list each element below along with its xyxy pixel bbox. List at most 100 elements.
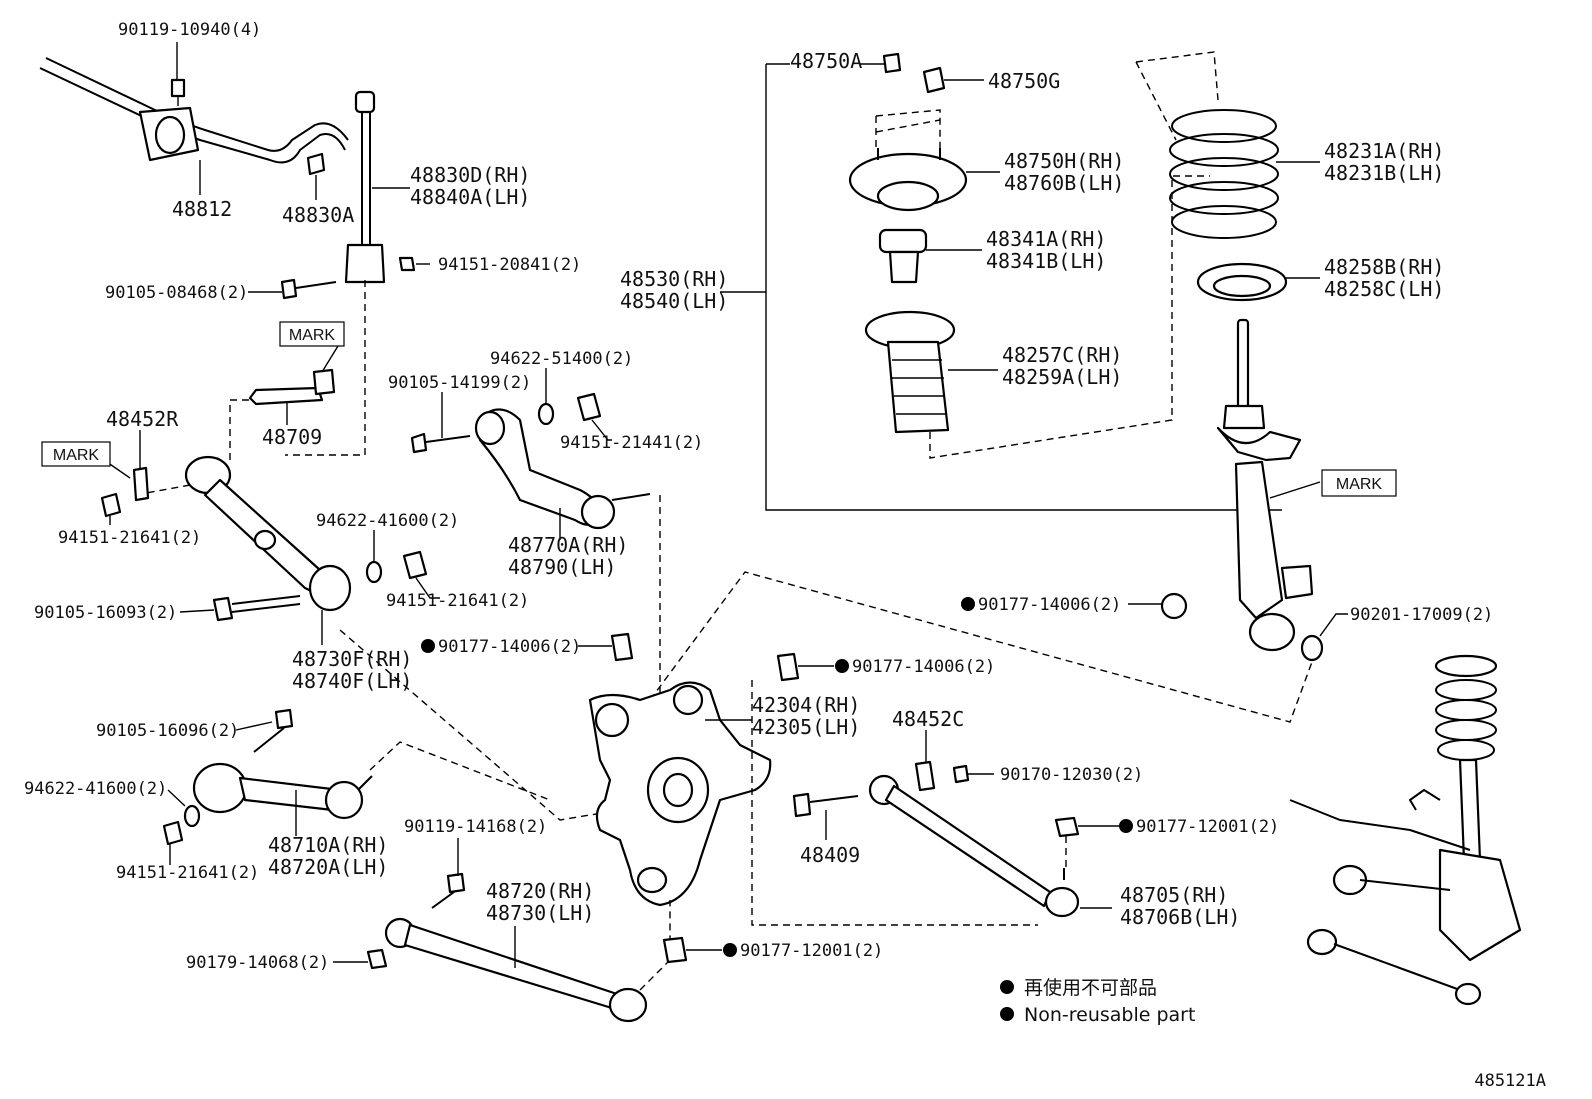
washer-94622-41600-a xyxy=(365,560,383,584)
washer-94622-41600-b xyxy=(183,804,201,828)
nut-94151-20841 xyxy=(398,256,416,272)
upper-control-arm-48730f xyxy=(184,455,352,612)
label-94622-51400: 94622-51400(2) xyxy=(490,349,633,369)
label-90179-14068: 90179-14068(2) xyxy=(186,953,329,973)
label-90177-14006-b: 90177-14006(2) xyxy=(852,657,995,677)
knuckle-42304 xyxy=(588,681,772,907)
shock-absorber-48530 xyxy=(1216,318,1314,652)
bound-stopper-48341a xyxy=(878,228,928,284)
label-48259a: 48259A(LH) xyxy=(1002,365,1122,389)
label-94151-21641-b: 94151-21641(2) xyxy=(386,591,529,611)
dust-boot-48257c xyxy=(864,310,956,434)
label-48730f: 48730F(RH) xyxy=(292,647,412,671)
label-48530: 48530(RH) xyxy=(620,267,728,291)
nut-90177-12001-b xyxy=(1054,816,1080,838)
label-48258b: 48258B(RH) xyxy=(1324,255,1444,279)
label-48790: 48790(LH) xyxy=(508,555,616,579)
label-90177-12001-b: 90177-12001(2) xyxy=(1136,817,1279,837)
toe-arm-48705 xyxy=(868,774,1080,918)
non-reusable-dot-4 xyxy=(1119,819,1133,833)
label-48540: 48540(LH) xyxy=(620,289,728,313)
label-48760b: 48760B(LH) xyxy=(1004,171,1124,195)
upper-arm-48770a xyxy=(474,408,651,530)
nut-94151-21641-a xyxy=(100,492,122,518)
label-42304: 42304(RH) xyxy=(752,693,860,717)
label-48341a: 48341A(RH) xyxy=(986,227,1106,251)
legend-dot-1 xyxy=(1000,980,1014,994)
label-42305: 42305(LH) xyxy=(752,715,860,739)
label-90105-14199: 90105-14199(2) xyxy=(388,373,531,393)
label-90177-14006-a: 90177-14006(2) xyxy=(438,637,581,657)
legend-text-en: Non-reusable part xyxy=(1024,1004,1195,1026)
label-90105-08468: 90105-08468(2) xyxy=(105,283,248,303)
bolt-90105-16096 xyxy=(253,708,294,753)
lower-arm-48710a xyxy=(192,762,373,820)
label-48750a: 48750A xyxy=(790,49,862,73)
mark-plate-48452c xyxy=(914,760,936,792)
legend-text-jp: 再使用不可部品 xyxy=(1024,977,1157,999)
nut-90177-12001-a xyxy=(662,936,688,964)
label-90177-14006-c: 90177-14006(2) xyxy=(978,595,1121,615)
nut-48750a xyxy=(882,52,902,74)
mark-callout-3: MARK xyxy=(1321,469,1397,497)
label-94622-41600-a: 94622-41600(2) xyxy=(316,511,459,531)
label-48710a: 48710A(RH) xyxy=(268,833,388,857)
label-90119-10940: 90119-10940(4) xyxy=(118,20,261,40)
label-94151-20841: 94151-20841(2) xyxy=(438,255,581,275)
mark-callout-2: MARK xyxy=(41,441,111,467)
label-48812: 48812 xyxy=(172,197,232,221)
mark-text-2: MARK xyxy=(53,447,100,464)
legend-dot-2 xyxy=(1000,1007,1014,1021)
label-48709: 48709 xyxy=(262,425,322,449)
nut-94151-21441 xyxy=(576,392,602,422)
label-90170-12030: 90170-12030(2) xyxy=(1000,765,1143,785)
non-reusable-dot-3 xyxy=(723,943,737,957)
label-48720: 48720(RH) xyxy=(486,879,594,903)
legend: 再使用不可部品 Non-reusable part xyxy=(1000,977,1195,1026)
mark-plate-48452r xyxy=(132,466,150,502)
label-90177-12001-a: 90177-12001(2) xyxy=(740,941,883,961)
part-labels: 90119-10940(4) 48812 48830A 48830D(RH) 4… xyxy=(24,20,1493,973)
bolt-90119-14168 xyxy=(431,872,466,909)
label-48231b: 48231B(LH) xyxy=(1324,161,1444,185)
label-48706b: 48706B(LH) xyxy=(1120,905,1240,929)
label-48750g: 48750G xyxy=(988,69,1060,93)
label-48257c: 48257C(RH) xyxy=(1002,343,1122,367)
bolt-90105-08468 xyxy=(280,278,337,300)
bolt-top-left xyxy=(170,78,186,106)
label-48705: 48705(RH) xyxy=(1120,883,1228,907)
label-90119-14168: 90119-14168(2) xyxy=(404,817,547,837)
mark-callout-1: MARK xyxy=(279,321,345,347)
label-48830a: 48830A xyxy=(282,203,354,227)
label-94151-21641-a: 94151-21641(2) xyxy=(58,528,201,548)
bolt-48409 xyxy=(792,792,859,818)
label-48770a: 48770A(RH) xyxy=(508,533,628,557)
nut-90179-14068 xyxy=(366,948,388,970)
nut-90170-12030 xyxy=(952,764,970,784)
label-48750h: 48750H(RH) xyxy=(1004,149,1124,173)
label-48452r: 48452R xyxy=(106,407,179,431)
bolt-90105-16093 xyxy=(212,595,301,622)
label-48409: 48409 xyxy=(800,843,860,867)
mark-text-1: MARK xyxy=(289,327,336,344)
bolt-90105-14199 xyxy=(410,432,471,454)
nut-94151-21641-c xyxy=(162,820,184,846)
nut-48750g xyxy=(922,66,946,94)
lower-arm-48720 xyxy=(384,917,648,1023)
non-reusable-dot-1 xyxy=(421,639,435,653)
non-reusable-dot-5 xyxy=(961,597,975,611)
label-94622-41600-b: 94622-41600(2) xyxy=(24,779,167,799)
label-48720a: 48720A(LH) xyxy=(268,855,388,879)
nut-90177-14006-a xyxy=(610,632,634,662)
bushing-48830a xyxy=(306,152,326,176)
label-90105-16093: 90105-16093(2) xyxy=(34,603,177,623)
label-48840a: 48840A(LH) xyxy=(410,185,530,209)
mark-text-3: MARK xyxy=(1336,476,1383,493)
label-48258c: 48258C(LH) xyxy=(1324,277,1444,301)
spring-seat-48258b xyxy=(1196,262,1288,302)
nut-90177-14006-c xyxy=(1160,592,1188,620)
stabilizer-bar xyxy=(39,57,349,164)
assembled-overview xyxy=(1289,654,1522,1006)
coil-spring-48231a xyxy=(1169,109,1279,239)
